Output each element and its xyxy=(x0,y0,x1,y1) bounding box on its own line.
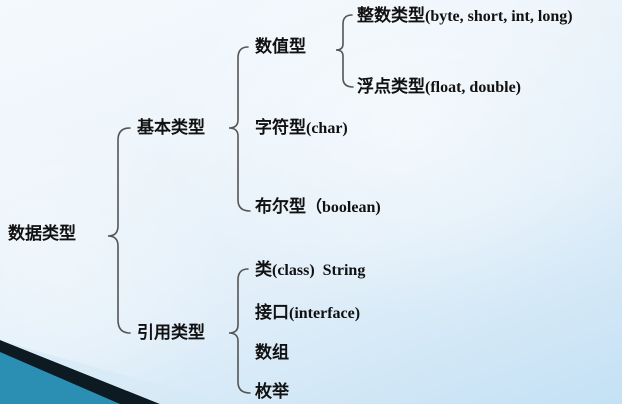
interface-cn: 接口 xyxy=(255,303,289,323)
node-primitive-types: 基本类型 xyxy=(137,118,205,138)
node-boolean: 布尔型（boolean) xyxy=(255,199,381,216)
node-interface: 接口(interface) xyxy=(255,305,360,322)
node-array: 数组 xyxy=(255,343,289,363)
node-enum: 枚举 xyxy=(255,382,289,402)
integer-cn: 整数类型 xyxy=(357,6,425,26)
float-en: (float, double) xyxy=(425,79,521,96)
slide-background: 数据类型 基本类型 引用类型 数值型 字符型(char) 布尔型（boolean… xyxy=(0,0,622,404)
char-en: (char) xyxy=(306,120,348,137)
node-class: 类(class) String xyxy=(255,262,365,279)
node-char: 字符型(char) xyxy=(255,120,348,137)
node-data-types: 数据类型 xyxy=(8,224,76,244)
boolean-cn: 布尔型 xyxy=(255,197,306,217)
boolean-en: （boolean) xyxy=(306,199,381,216)
node-integer-types: 整数类型(byte, short, int, long) xyxy=(357,8,573,25)
node-float-types: 浮点类型(float, double) xyxy=(357,79,521,96)
float-cn: 浮点类型 xyxy=(357,77,425,97)
char-cn: 字符型 xyxy=(255,118,306,138)
decorative-wedge xyxy=(0,340,230,404)
class-en: (class) String xyxy=(272,262,366,279)
background-sheen xyxy=(150,0,622,320)
interface-en: (interface) xyxy=(289,305,361,322)
node-numeric: 数值型 xyxy=(255,37,306,57)
node-reference-types: 引用类型 xyxy=(137,323,205,343)
integer-en: (byte, short, int, long) xyxy=(425,8,573,25)
class-cn: 类 xyxy=(255,260,272,280)
